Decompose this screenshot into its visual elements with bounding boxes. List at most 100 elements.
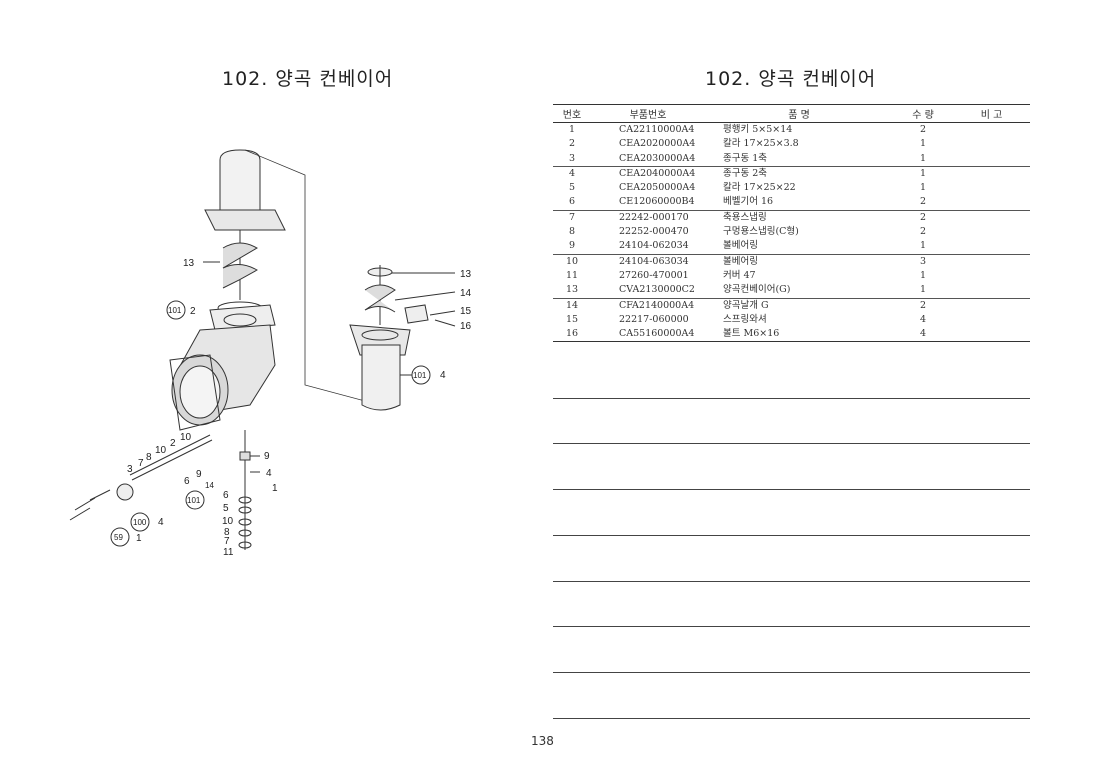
- cell-part-number: CEA2050000A4: [619, 182, 696, 194]
- vertical-shaft-parts: [238, 430, 252, 550]
- table-row: 10 24104-063034 볼베어링 3: [553, 254, 1030, 269]
- callout-1: 1: [272, 483, 278, 494]
- cell-no: 7: [568, 211, 576, 223]
- cell-remarks: [953, 254, 1030, 269]
- cell-no: 16: [553, 327, 591, 343]
- table-row: 5 CEA2050000A4 칼라 17×25×22 1: [553, 181, 1030, 195]
- cell-part-name: 양곡날개 G: [723, 299, 769, 311]
- page-number: 138: [531, 734, 554, 748]
- header-quantity: 수 량: [893, 104, 953, 123]
- cell-part-name: 종구동 2축: [723, 167, 768, 179]
- cell-part-number: CA22110000A4: [619, 124, 695, 135]
- callout-10-top: 10: [180, 432, 192, 443]
- callout-4-left: 4: [158, 517, 164, 528]
- cell-no: 4: [568, 167, 576, 179]
- cell-part-name: 양곡컨베이어(G): [705, 283, 893, 299]
- cell-remarks: [953, 166, 1030, 181]
- cell-remarks: [953, 283, 1030, 299]
- cell-remarks: [953, 123, 1030, 138]
- cell-remarks: [953, 181, 1030, 195]
- cell-part-number: CVA2130000C2: [591, 283, 705, 299]
- lower-shaft-assembly: [69, 430, 252, 550]
- callout-16: 16: [460, 321, 472, 332]
- blank-row-line: [553, 535, 1030, 536]
- cell-remarks: [953, 298, 1030, 313]
- cell-remarks: [953, 195, 1030, 211]
- cell-part-name: 칼라 17×25×22: [723, 182, 796, 194]
- callout-9-left: 9: [196, 469, 202, 480]
- callout-101-shaft: 101: [187, 496, 201, 505]
- header-part-name: 품 명: [705, 104, 893, 123]
- callout-10: 10: [222, 516, 234, 527]
- callout-15: 15: [460, 306, 472, 317]
- header-no: 번호: [553, 104, 591, 123]
- callout-9: 9: [264, 451, 270, 462]
- cell-quantity: 2: [919, 211, 927, 223]
- cell-part-number: CFA2140000A4: [619, 299, 695, 311]
- cell-no: 3: [553, 151, 591, 167]
- callout-13-screw: 13: [183, 258, 195, 269]
- cell-remarks: [953, 239, 1030, 255]
- cell-no: 1: [568, 124, 576, 135]
- cell-part-number: CEA2020000A4: [619, 138, 696, 150]
- cell-remarks: [953, 225, 1030, 239]
- page-title-left: 102. 양곡 컨베이어: [222, 68, 394, 90]
- cell-remarks: [953, 327, 1030, 343]
- cell-part-name: 스프링와셔: [723, 313, 767, 325]
- cell-remarks: [953, 313, 1030, 327]
- cell-part-number: 27260-470001: [619, 269, 689, 281]
- cell-part-number: 24104-063034: [619, 255, 689, 267]
- cell-part-number: CA55160000A4: [591, 327, 705, 343]
- callout-7-left: 7: [138, 458, 144, 469]
- exploded-parts-diagram: 13 101 2 13 14 15 16 101 4 9 4 1 14 101 …: [69, 149, 472, 558]
- cell-no: 10: [565, 255, 579, 267]
- cell-quantity: 2: [919, 226, 927, 238]
- cell-quantity: 1: [893, 151, 953, 167]
- cell-remarks: [953, 210, 1030, 225]
- cell-quantity: 3: [919, 255, 927, 267]
- blank-row-line: [553, 672, 1030, 673]
- cell-quantity: 4: [893, 327, 953, 343]
- callout-8: 8: [224, 527, 230, 538]
- blank-row-line: [553, 581, 1030, 582]
- cell-quantity: 2: [893, 195, 953, 211]
- housing-101-2: [169, 324, 276, 431]
- callout-4-shaft: 4: [266, 468, 272, 479]
- cell-part-name: 베벨기어 16: [705, 195, 893, 211]
- cell-part-name: 볼베어링: [723, 255, 758, 267]
- cell-no: 5: [568, 182, 576, 194]
- right-conveyor-assembly: [349, 265, 429, 411]
- cell-part-number: 22217-060000: [619, 313, 689, 325]
- cell-part-name: 종구동 1축: [705, 151, 893, 167]
- blank-row-line: [553, 398, 1030, 399]
- flange-plate: [209, 304, 276, 331]
- cell-part-name: 평행키 5×5×14: [723, 124, 793, 135]
- cell-quantity: 1: [919, 138, 927, 150]
- cell-quantity: 1: [919, 182, 927, 194]
- cell-no: 13: [553, 283, 591, 299]
- cell-no: 8: [568, 226, 576, 238]
- cell-part-number: 24104-062034: [591, 239, 705, 255]
- cell-quantity: 1: [893, 239, 953, 255]
- callout-14-shaft: 14: [205, 481, 214, 490]
- cell-no: 15: [565, 313, 579, 325]
- page-title-right: 102. 양곡 컨베이어: [705, 68, 877, 90]
- callout-13-right: 13: [460, 269, 472, 280]
- cell-part-number: CEA2030000A4: [591, 151, 705, 167]
- header-part-number: 부품번호: [591, 104, 705, 123]
- cell-no: 14: [565, 299, 579, 311]
- callout-101-housing: 101: [168, 306, 182, 315]
- callout-7: 7: [224, 536, 230, 547]
- cell-remarks: [953, 137, 1030, 151]
- callout-11: 11: [223, 547, 234, 558]
